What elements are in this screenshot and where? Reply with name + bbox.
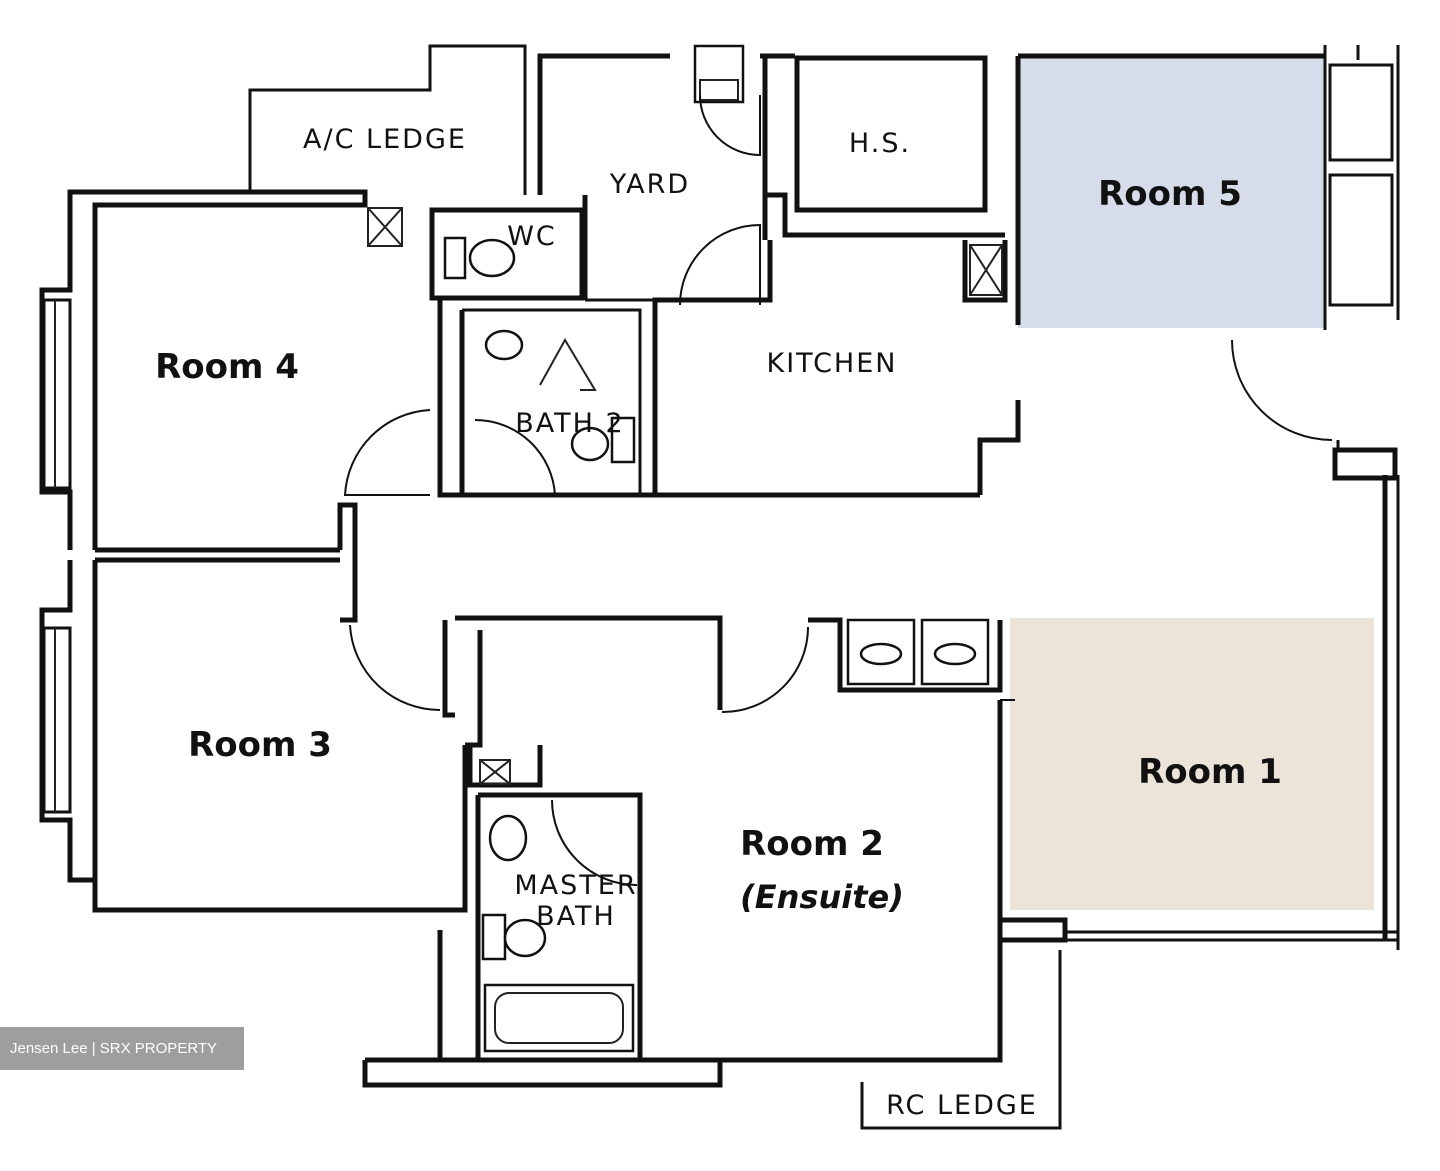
master-bath-label-line-1: MASTER bbox=[514, 870, 637, 901]
hs-label: H.S. bbox=[849, 128, 911, 159]
room-3-label: Room 3 bbox=[188, 725, 332, 765]
yard-walls bbox=[537, 53, 795, 302]
room-2-ensuite-label: (Ensuite) bbox=[740, 878, 904, 916]
kitchen-label: KITCHEN bbox=[767, 348, 898, 379]
room-4-walls bbox=[39, 189, 368, 553]
room-1-highlight bbox=[1010, 618, 1374, 910]
wc-walls bbox=[367, 207, 585, 301]
room-2-walls bbox=[362, 618, 1003, 1088]
room-2-label: Room 2 bbox=[740, 824, 884, 864]
room-1-walls bbox=[997, 440, 1400, 950]
bath-2-label: BATH 2 bbox=[515, 408, 624, 439]
room-5-label: Room 5 bbox=[1098, 174, 1242, 214]
master-bath-label-line-2: BATH bbox=[536, 901, 616, 932]
wc-label: WC bbox=[507, 221, 557, 252]
room-5-highlight bbox=[1018, 56, 1326, 328]
room-3-walls bbox=[39, 557, 468, 913]
hs-room-walls bbox=[765, 55, 1005, 238]
bath-2-walls bbox=[437, 300, 655, 498]
ac-ledge-area bbox=[248, 44, 527, 195]
room-5-walls bbox=[1015, 45, 1400, 330]
door-swings bbox=[343, 94, 1333, 886]
room-4-label: Room 4 bbox=[155, 347, 299, 387]
washer-fixture bbox=[693, 44, 745, 104]
room-1-label: Room 1 bbox=[1138, 752, 1282, 792]
master-bath-walls bbox=[437, 745, 643, 1058]
kitchen-walls bbox=[652, 240, 1021, 498]
rc-ledge-label: RC LEDGE bbox=[886, 1090, 1038, 1121]
corridor-walls bbox=[337, 502, 1003, 718]
rc-ledge-area bbox=[860, 950, 1062, 1130]
watermark-credit: Jensen Lee | SRX PROPERTY bbox=[0, 1027, 244, 1070]
yard-label: YARD bbox=[609, 169, 690, 200]
ac-ledge-label: A/C LEDGE bbox=[303, 124, 467, 155]
